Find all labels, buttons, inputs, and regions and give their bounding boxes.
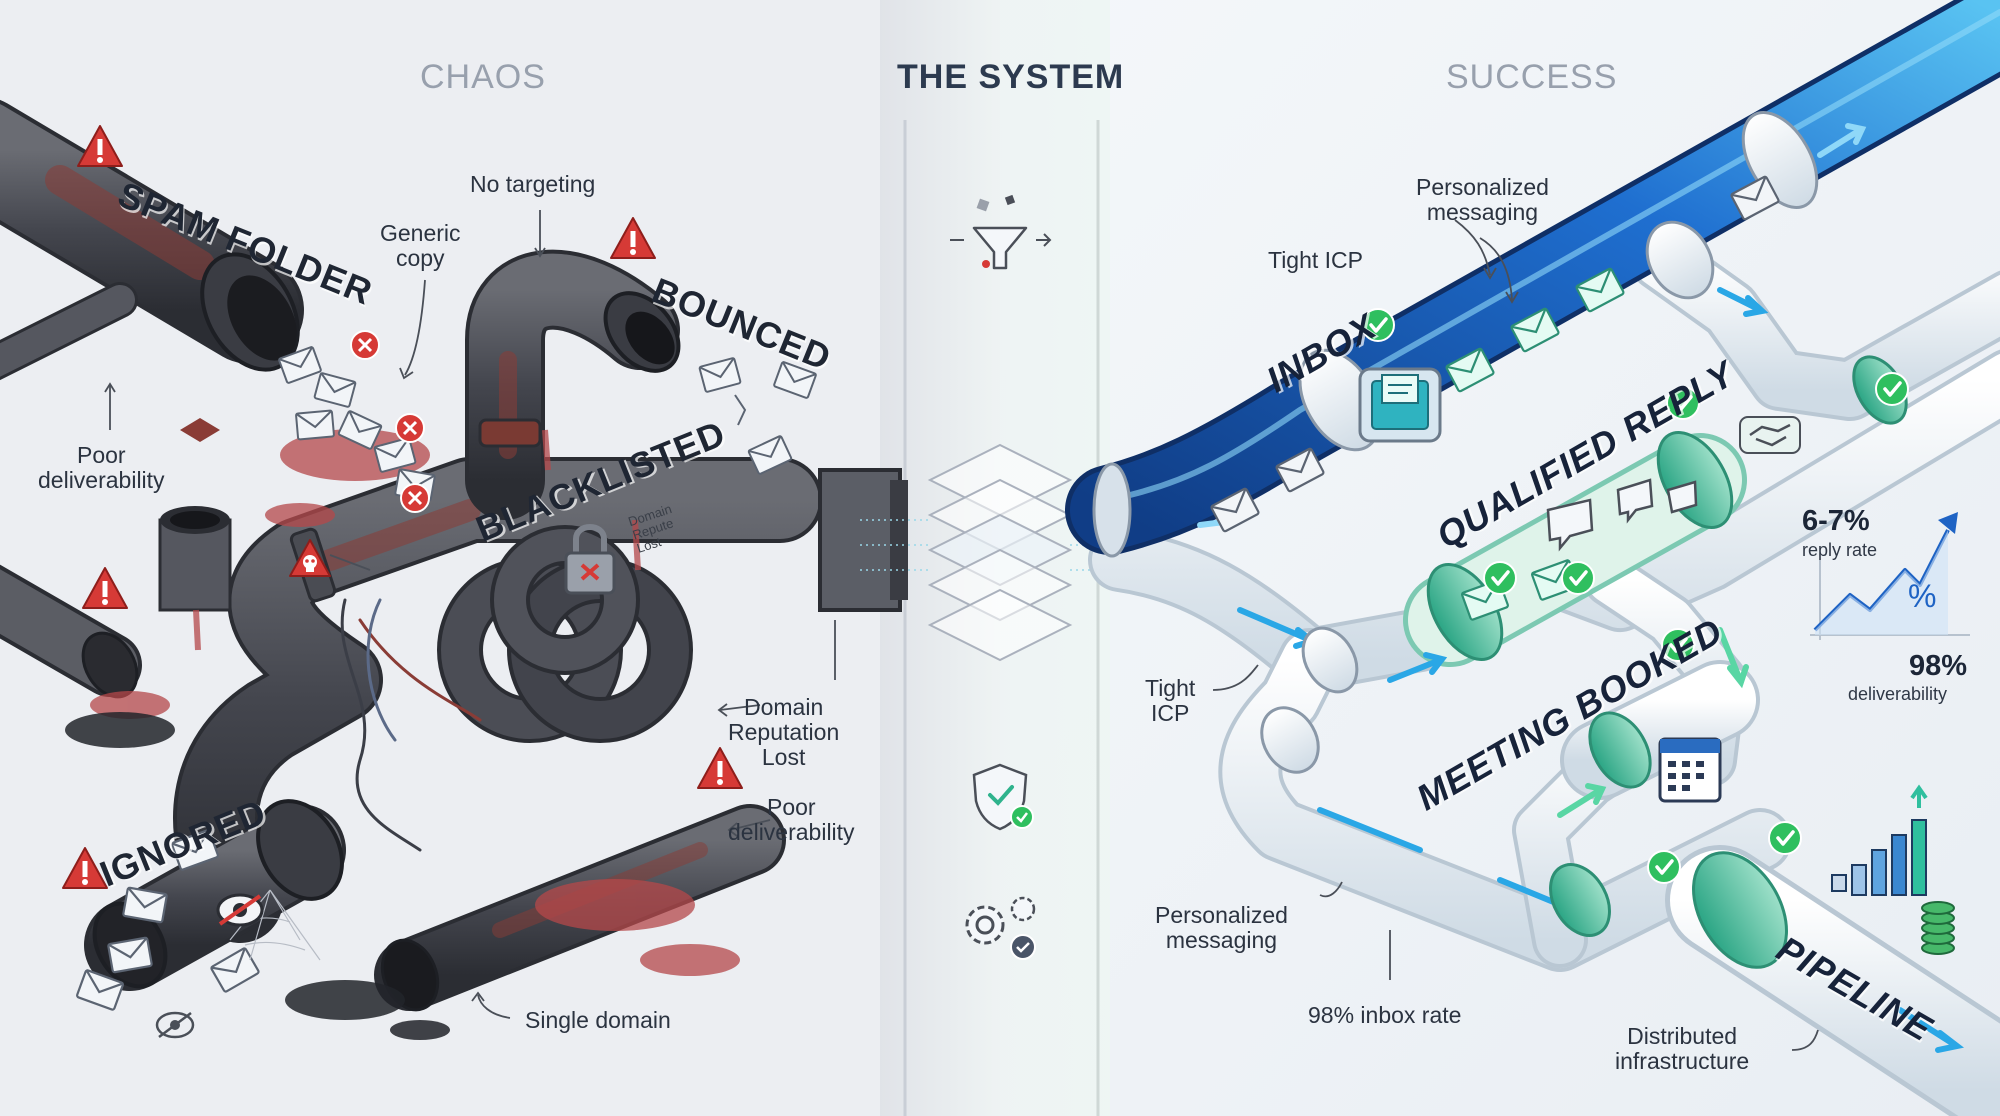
reply-rate-value: 6-7% (1802, 505, 1870, 537)
coins-icon (1921, 901, 1955, 955)
personalized-messaging-label-2: Personalized messaging (1155, 902, 1288, 953)
single-domain-label: Single domain (525, 1007, 671, 1033)
personalized-messaging-label: Personalized messaging (1416, 174, 1549, 225)
error-x-icon (399, 482, 431, 514)
reply-rate-label: reply rate (1802, 540, 1878, 560)
check-icon (1767, 820, 1803, 856)
inbox-rate-label: 98% inbox rate (1308, 1002, 1462, 1028)
error-x-icon (394, 412, 426, 444)
shield-check-icon (972, 763, 1034, 831)
distributed-infrastructure-label: Distributed infrastructure (1615, 1023, 1750, 1074)
trend-arrow-icon (1810, 512, 1970, 640)
poor-deliverability-label: Poor deliverability (38, 442, 165, 493)
domain-reputation-lost-label: Domain Reputation Lost (728, 694, 840, 770)
handshake-icon (1739, 416, 1801, 454)
eye-off-icon (155, 1011, 195, 1039)
debris-shape (180, 418, 220, 442)
check-icon (1560, 560, 1596, 596)
tight-icp-label: Tight ICP (1268, 247, 1364, 273)
gear-check-icon (965, 896, 1036, 960)
inbox-tray-icon (1358, 367, 1442, 443)
error-x-icon (349, 329, 381, 361)
bounced-envelopes (698, 356, 818, 476)
chaos-callout-arrows (104, 210, 836, 1019)
check-icon (1646, 849, 1682, 885)
poor-deliverability-label-2: Poor deliverability (728, 794, 855, 845)
check-icon (1874, 371, 1910, 407)
deliverability-label: deliverability (1848, 684, 1948, 704)
check-icon (1482, 560, 1518, 596)
generic-copy-label: Generic copy (380, 220, 461, 271)
tight-icp-label-2: Tight ICP (1145, 675, 1196, 726)
oil-puddles (65, 712, 450, 1040)
system-header: THE SYSTEM (897, 58, 1125, 96)
layers-icon (860, 443, 1140, 662)
bar-chart-icon (1831, 784, 1928, 896)
skull-icon (289, 539, 331, 577)
padlock-icon (564, 524, 616, 595)
chaos-header: CHAOS (420, 58, 546, 96)
broken-pipe-stub (158, 506, 232, 612)
funnel-icon (950, 194, 1052, 270)
teal-flow-arrows (1557, 627, 1749, 818)
success-callout-arrows (1212, 219, 1819, 1051)
percent-symbol: % (1908, 578, 1937, 614)
success-header: SUCCESS (1446, 58, 1618, 96)
no-targeting-label: No targeting (470, 171, 596, 197)
chat-icon (1546, 478, 1698, 552)
loose-wires (340, 598, 482, 852)
eye-off-icon (216, 893, 264, 927)
deliverability-value: 98% (1909, 650, 1968, 682)
calendar-icon (1658, 737, 1722, 803)
